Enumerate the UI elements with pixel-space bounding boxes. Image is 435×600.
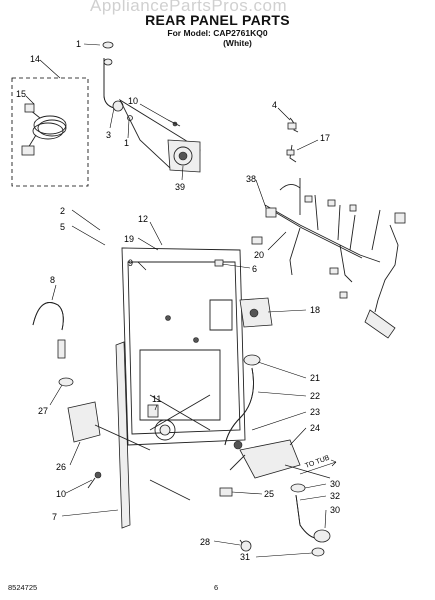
callout-22: 22: [310, 391, 320, 401]
callout-2: 2: [60, 206, 65, 216]
callout-25: 25: [264, 489, 274, 499]
power-cord: [21, 103, 67, 156]
callout-14: 14: [30, 54, 40, 64]
leader-lines: [25, 43, 327, 558]
color-line: (White): [223, 38, 252, 48]
callout-32: 32: [330, 491, 340, 501]
fill-hose-assembly: [102, 41, 133, 121]
power-cord-group-box: [11, 77, 89, 187]
callout-24: 24: [310, 423, 320, 433]
clip-parts: [286, 117, 299, 163]
inlet-valve-bracket: [118, 98, 201, 173]
callout-26: 26: [56, 462, 66, 472]
drain-hose-loop: [32, 302, 74, 387]
page-number: 6: [214, 583, 219, 592]
callout-1-lower: 1: [124, 138, 129, 148]
switch-bracket: [239, 297, 273, 328]
pump-hose: [224, 354, 261, 446]
callout-21: 21: [310, 373, 320, 383]
callout-12: 12: [138, 214, 148, 224]
callout-3: 3: [106, 130, 111, 140]
model-line: For Model: CAP2761KQ0: [167, 28, 268, 38]
page-title: REAR PANEL PARTS: [145, 12, 290, 28]
callout-23: 23: [310, 407, 320, 417]
callout-5: 5: [60, 222, 65, 232]
callout-30-lower: 30: [330, 505, 340, 515]
rear-panel: [121, 247, 246, 446]
callout-38: 38: [246, 174, 256, 184]
callout-30-top: 30: [330, 479, 340, 489]
callout-39: 39: [175, 182, 185, 192]
callout-7: 7: [52, 512, 57, 522]
pump-body: [229, 439, 331, 479]
callout-numbers: 1 14 15 3 1 10 39 4 17 38 20 2 5 12 19 9…: [16, 39, 340, 562]
callout-9: 9: [128, 258, 133, 268]
side-rail: [115, 341, 131, 529]
doc-number: 8524725: [8, 583, 38, 592]
callout-4: 4: [272, 100, 277, 110]
callout-1-top: 1: [76, 39, 81, 49]
callout-11: 11: [152, 394, 161, 404]
to-tub-text: TO TUB: [304, 454, 331, 469]
callout-6: 6: [252, 264, 257, 274]
callout-28: 28: [200, 537, 210, 547]
callout-18: 18: [310, 305, 320, 315]
callout-10-lower: 10: [56, 489, 66, 499]
drain-hose-bottom: [239, 483, 331, 557]
clamp-fitting: [219, 487, 233, 497]
watermark: AppliancePartsPros.com: [90, 0, 288, 15]
callout-17: 17: [320, 133, 330, 143]
callout-15: 15: [16, 89, 26, 99]
callout-27: 27: [38, 406, 48, 416]
callout-19: 19: [124, 234, 134, 244]
callout-31: 31: [240, 552, 250, 562]
pump-assembly: [67, 401, 191, 501]
callout-20: 20: [254, 250, 264, 260]
wiring-harness: [251, 178, 406, 339]
callout-10-top: 10: [128, 96, 138, 106]
callout-8: 8: [50, 275, 55, 285]
